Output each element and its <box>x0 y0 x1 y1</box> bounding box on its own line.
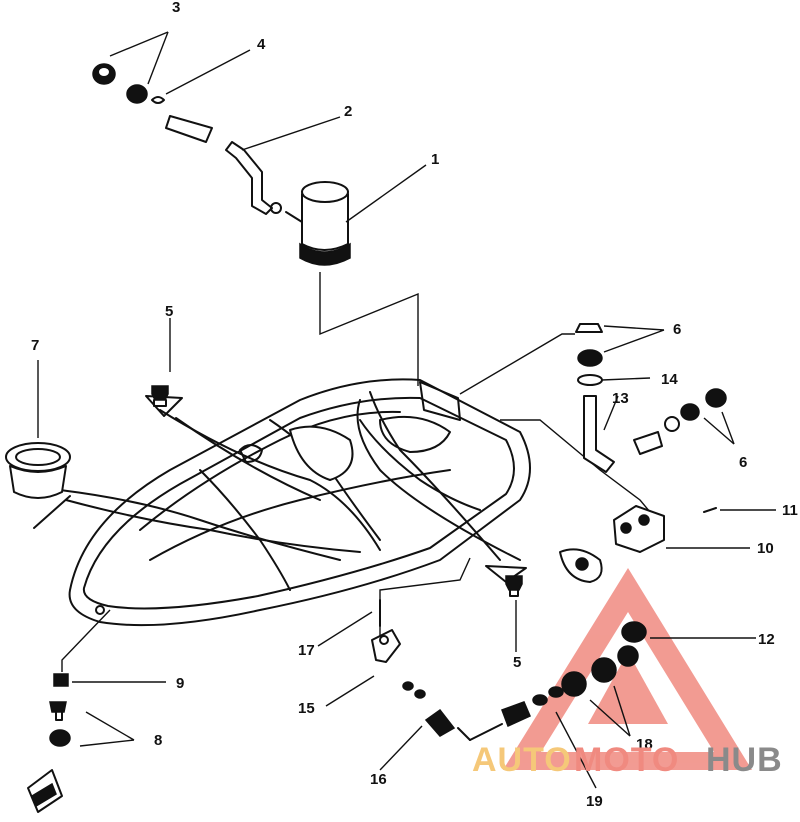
cap-assembly-top <box>92 63 213 143</box>
callout-labels: 3 4 2 1 5 7 6 14 13 6 11 10 12 17 5 9 15… <box>31 0 798 810</box>
callout-5-bottom: 5 <box>513 654 521 671</box>
watermark-moto: MOTO <box>574 741 679 779</box>
cap-assembly-right <box>575 323 727 473</box>
watermark-logo <box>503 568 752 770</box>
watermark-hub: HUB <box>706 741 783 779</box>
callout-17: 17 <box>298 642 315 659</box>
drain-plug-5-bottom <box>505 575 523 597</box>
callout-2: 2 <box>344 103 352 120</box>
callout-18: 18 <box>636 736 653 753</box>
hose-2 <box>225 141 282 215</box>
callout-7: 7 <box>31 337 39 354</box>
watermark-text: AUTO MOTO HUB <box>472 741 783 779</box>
callout-4: 4 <box>257 36 266 53</box>
drain-plug-5-top <box>151 385 169 407</box>
callout-3: 3 <box>172 0 180 16</box>
valve-10 <box>559 505 717 583</box>
watermark-auto: AUTO <box>472 741 572 779</box>
inspection-cup-7 <box>5 442 71 529</box>
leader-lines <box>37 31 776 789</box>
straps <box>59 391 527 583</box>
callout-6-top: 6 <box>673 321 681 338</box>
callout-10: 10 <box>757 540 774 557</box>
callout-13: 13 <box>612 390 629 407</box>
callout-5-top: 5 <box>165 303 173 320</box>
callout-19: 19 <box>586 793 603 810</box>
callout-9: 9 <box>176 675 184 692</box>
hull-body <box>68 378 531 627</box>
callout-1: 1 <box>431 151 439 168</box>
plug-set-8-9 <box>27 609 111 813</box>
drain-assembly-lower <box>371 599 647 741</box>
callout-14: 14 <box>661 371 678 388</box>
filter-cup-1 <box>285 181 351 266</box>
watermark-triangle-icon <box>503 568 752 770</box>
callout-16: 16 <box>370 771 387 788</box>
callout-11: 11 <box>782 502 798 519</box>
callout-12: 12 <box>758 631 775 648</box>
watermark-inner-triangle-icon <box>588 652 668 724</box>
callout-8: 8 <box>154 732 162 749</box>
callout-15: 15 <box>298 700 315 717</box>
callout-6-bottom: 6 <box>739 454 747 471</box>
